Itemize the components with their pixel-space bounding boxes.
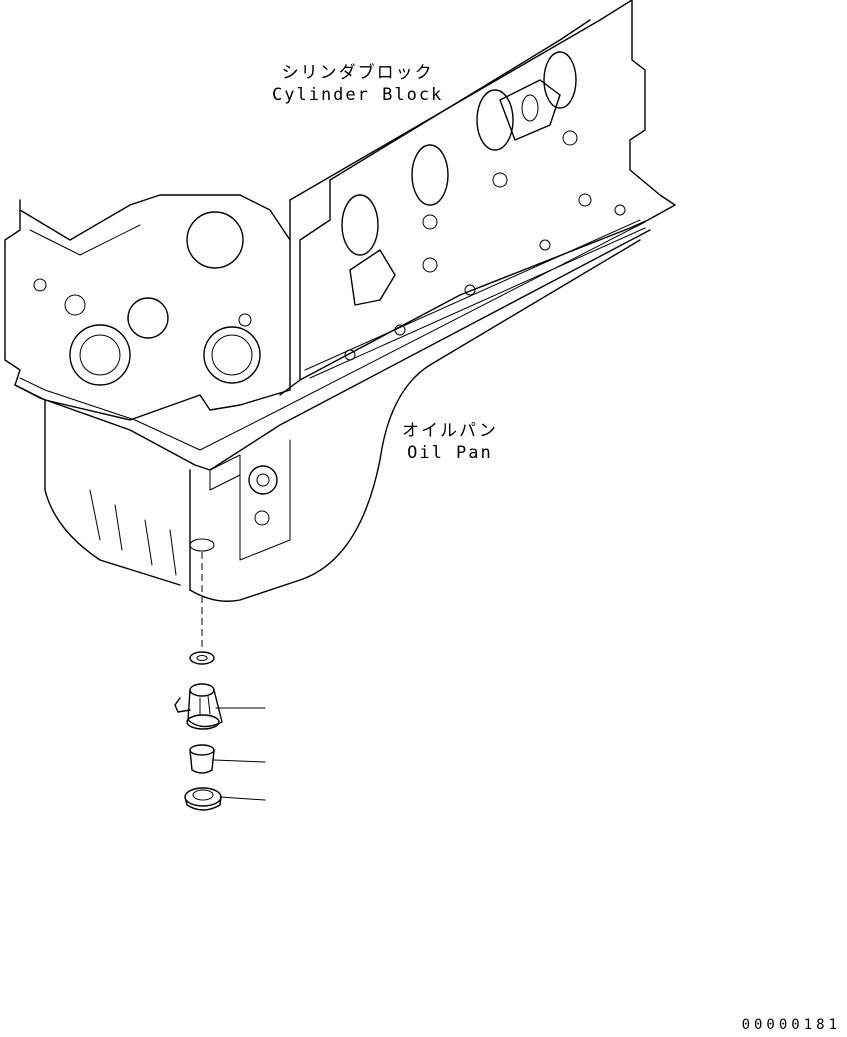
drain-valve bbox=[174, 683, 223, 730]
drain-assembly bbox=[174, 538, 266, 811]
washer bbox=[189, 651, 215, 665]
serial-number: 00000181 bbox=[741, 1017, 841, 1033]
oil-pan bbox=[14, 221, 651, 602]
cylinder-boss bbox=[411, 144, 449, 206]
bushing bbox=[189, 744, 215, 774]
cap-ring bbox=[184, 787, 222, 811]
cylinder-boss bbox=[341, 194, 379, 256]
cylinder-boss bbox=[476, 89, 514, 151]
cylinder-block-label-en: Cylinder Block bbox=[272, 85, 444, 105]
cylinder-block-label-jp: シリンダブロック bbox=[281, 63, 434, 83]
leader-line bbox=[219, 796, 266, 801]
cylinder-block bbox=[279, 0, 676, 396]
cylinder-boss bbox=[543, 51, 577, 109]
front-cover bbox=[4, 194, 291, 421]
cylinder-block-label: シリンダブロック Cylinder Block bbox=[272, 62, 443, 106]
oil-pan-label: オイルパン Oil Pan bbox=[402, 420, 498, 464]
oil-pan-label-jp: オイルパン bbox=[402, 421, 498, 441]
drain-hole bbox=[189, 538, 215, 552]
oil-pan-label-en: Oil Pan bbox=[407, 443, 493, 463]
leader-line bbox=[213, 759, 266, 763]
